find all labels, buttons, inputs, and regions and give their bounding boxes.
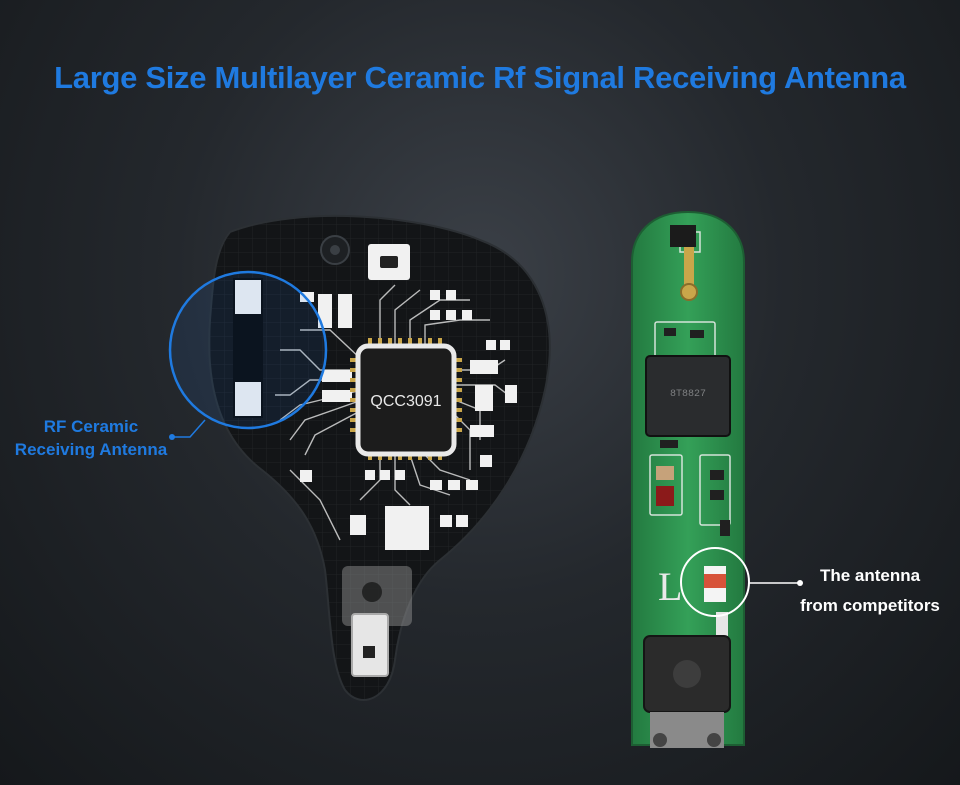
ceramic-antenna (233, 278, 263, 418)
competitor-pcb: 8T8827 L (631, 210, 803, 748)
svg-text:8T8827: 8T8827 (670, 389, 706, 400)
earbud-board: QCC3091 (168, 214, 551, 701)
callout-left-line2: Receiving Antenna (14, 440, 168, 459)
headline: Large Size Multilayer Ceramic Rf Signal … (54, 60, 906, 95)
callout-left-line1: RF Ceramic (43, 417, 139, 436)
chip-label: QCC3091 (370, 393, 441, 410)
competitor-antenna-highlight-circle (680, 547, 750, 617)
components (300, 244, 517, 550)
rf-ceramic-antenna-callout: RF Ceramic Receiving Antenna (6, 415, 176, 461)
pcb-silkscreen-letter: L (658, 564, 682, 609)
callout-right-line1: The antenna (819, 566, 921, 585)
competitor-antenna-callout: The antenna from competitors (780, 561, 960, 621)
antenna-highlight-circle (168, 270, 328, 430)
qcc3091-chip: QCC3091 (350, 338, 462, 460)
callout-right-line2: from competitors (800, 596, 940, 615)
